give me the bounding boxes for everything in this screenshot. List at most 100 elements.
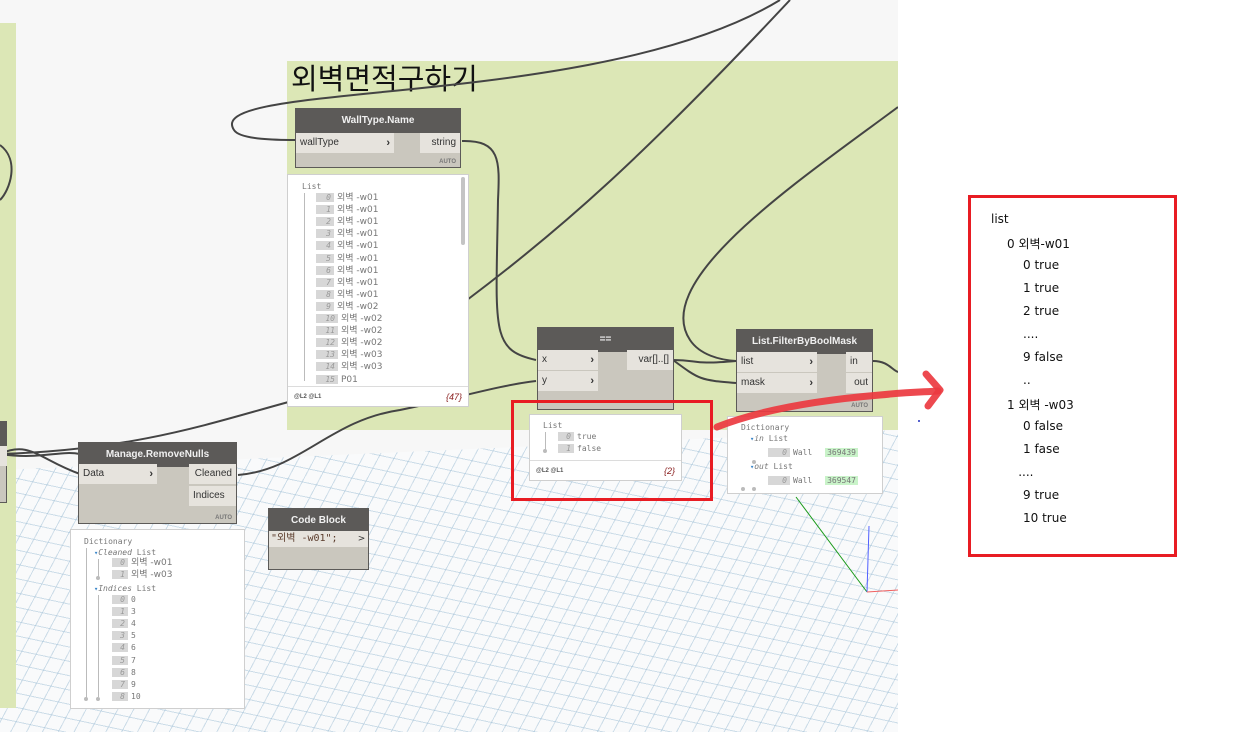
input-port-y[interactable]: y ›	[538, 371, 598, 391]
node-walltype-name[interactable]: WallType.Name wallType › string AUTO	[295, 108, 461, 168]
item-value: 6	[131, 643, 136, 653]
dict-key-cleaned[interactable]: ▾Cleaned List	[94, 547, 156, 559]
key-label: out	[754, 462, 769, 471]
port-label: wallType	[300, 137, 339, 148]
item-index: 11	[316, 326, 338, 336]
tree-dot	[543, 449, 547, 453]
item-index: 13	[316, 350, 338, 360]
annotation-line: 1 외벽 -w03	[1007, 398, 1074, 412]
scrollbar[interactable]	[461, 177, 465, 245]
item-index: 0	[112, 558, 128, 567]
item-index: 3	[112, 631, 128, 641]
list-levels: @L2 @L1	[294, 394, 322, 400]
node-code-block[interactable]: Code Block "외벽 -w01"; >	[268, 508, 369, 570]
dynamo-canvas[interactable]: 외벽면적구하기 WallType.Name wallType	[0, 0, 898, 732]
output-port-cleaned[interactable]: Cleaned	[189, 464, 236, 484]
item-value: Wall	[793, 448, 813, 457]
collapse-triangle-icon[interactable]: ▾	[94, 549, 99, 557]
port-label: var[]..[]	[638, 354, 669, 365]
dict-key-indices[interactable]: ▾Indices List	[94, 583, 156, 595]
output-port-string[interactable]: string	[420, 133, 460, 153]
output-port-out[interactable]: out	[846, 373, 872, 393]
preview-footer: @L2 @L1 {2}	[530, 460, 681, 480]
element-id[interactable]: 369439	[825, 448, 858, 457]
lacing-label[interactable]: AUTO	[851, 403, 868, 409]
node-manage-removenulls[interactable]: Manage.RemoveNulls Data › Cleaned Indice…	[78, 442, 237, 524]
output-port-indices[interactable]: Indices	[189, 486, 236, 506]
item-value: 외벽 -w01	[337, 217, 379, 228]
code-editor[interactable]: "외벽 -w01";	[269, 531, 355, 547]
output-port-code[interactable]: >	[355, 531, 368, 547]
node-partial-left[interactable]	[0, 421, 7, 503]
item-index: 0	[316, 193, 334, 202]
dict-key-in[interactable]: ▾in List	[750, 433, 788, 445]
lacing-label[interactable]: AUTO	[439, 159, 456, 165]
group-title[interactable]: 외벽면적구하기	[291, 62, 478, 96]
collapse-triangle-icon[interactable]: ▾	[750, 435, 755, 443]
item-value: 외벽 -w02	[337, 301, 379, 312]
item-count: {2}	[663, 466, 675, 476]
item-index: 12	[316, 338, 338, 348]
type-label: List	[136, 584, 157, 593]
annotation-line: 0 false	[1023, 419, 1063, 433]
item-index: 0	[768, 476, 790, 485]
input-port-list[interactable]: list ›	[737, 352, 817, 372]
item-index: 4	[112, 643, 128, 653]
item-index: 1	[558, 443, 574, 453]
item-index: 14	[316, 362, 338, 372]
input-port-mask[interactable]: mask ›	[737, 373, 817, 393]
list-levels: @L2 @L1	[536, 468, 564, 474]
annotation-line: 0 외벽-w01	[1007, 237, 1070, 251]
code-text[interactable]: "외벽 -w01";	[271, 533, 338, 544]
annotation-line: 10 true	[1023, 511, 1067, 525]
node-title: ==	[538, 328, 673, 352]
tree-dot	[96, 697, 100, 701]
item-value: 외벽 -w01	[337, 205, 379, 216]
item-value: 외벽 -w03	[131, 570, 173, 580]
input-port-x[interactable]: x ›	[538, 350, 598, 370]
element-id[interactable]: 369547	[825, 476, 858, 485]
item-value: 5	[131, 631, 136, 641]
annotation-line: 1 true	[1023, 281, 1060, 295]
node-list-filterbyboolmask[interactable]: List.FilterByBoolMask list › mask › in o…	[736, 329, 873, 412]
tree-dot	[752, 460, 756, 464]
input-port-walltype[interactable]: wallType ›	[296, 133, 394, 153]
item-index: 15	[316, 374, 338, 384]
item-index: 6	[316, 265, 334, 275]
preview-header: List	[543, 421, 563, 430]
item-value: 외벽 -w01	[337, 241, 379, 252]
item-value: 외벽 -w03	[341, 362, 383, 373]
node-equals[interactable]: == x › y › var[]..[]	[537, 327, 674, 410]
lacing-label[interactable]: AUTO	[215, 515, 232, 521]
item-count: {47}	[445, 392, 462, 402]
node-title: Manage.RemoveNulls	[79, 443, 236, 467]
item-value: 4	[131, 619, 136, 629]
output-port-in[interactable]: in	[846, 352, 872, 372]
input-port-data[interactable]: Data ›	[79, 464, 157, 484]
collapse-triangle-icon[interactable]: ▾	[94, 585, 99, 593]
collapse-triangle-icon[interactable]: ▾	[750, 463, 755, 471]
left-group-partial[interactable]	[0, 23, 16, 708]
node-title: WallType.Name	[296, 109, 460, 133]
port-label: mask	[741, 377, 765, 388]
item-index: 0	[768, 448, 790, 457]
chevron-right-icon: ›	[809, 377, 813, 389]
output-port-var[interactable]: var[]..[]	[627, 350, 673, 370]
dict-key-out[interactable]: ▾out List	[750, 461, 793, 473]
item-index: 10	[316, 314, 338, 323]
